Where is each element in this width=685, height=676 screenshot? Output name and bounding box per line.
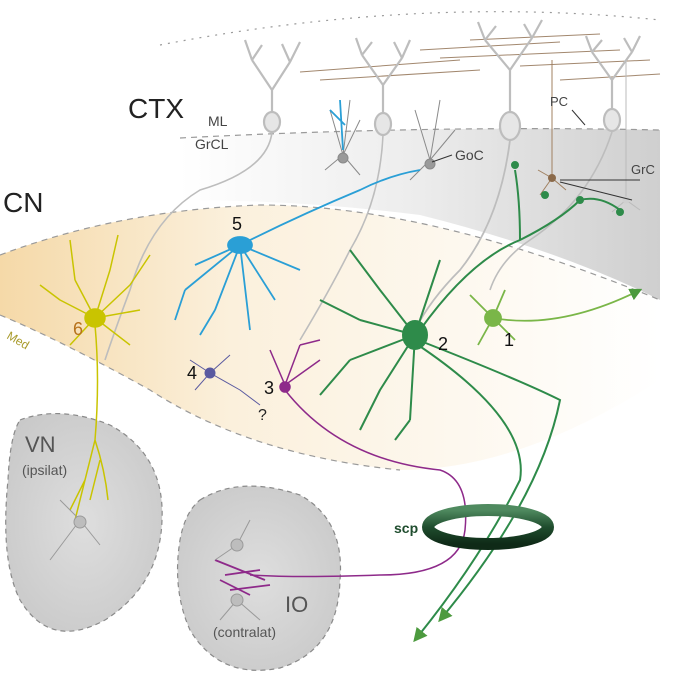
purkinje-cell	[299, 37, 412, 341]
neuron-6-label: 6	[73, 319, 83, 339]
neuron-4	[189, 354, 261, 406]
cn-label: CN	[3, 187, 43, 218]
neuron-2	[319, 249, 562, 643]
granule-cells	[537, 60, 641, 213]
golgi-cells	[324, 99, 456, 181]
ctx-label: CTX	[128, 93, 184, 124]
purkinje-cells	[104, 19, 641, 361]
ml-grcl-boundary-line	[179, 128, 661, 139]
goc-label: GoC	[455, 147, 484, 163]
neuron-3	[214, 339, 467, 596]
neuron-3-label: 3	[264, 378, 274, 398]
neuron-4-label: 4	[187, 363, 197, 383]
neuron-5-label: 5	[232, 214, 242, 234]
neuron-1	[469, 288, 643, 346]
med-label: Med	[5, 328, 32, 352]
scp-label: scp	[394, 520, 418, 536]
question-mark-label: ?	[258, 407, 267, 424]
vn-label: VN	[25, 432, 56, 457]
parallel-fibers	[299, 33, 661, 81]
purkinje-cell	[414, 19, 543, 331]
grc-label: GrC	[631, 162, 655, 177]
neuron-1-label: 1	[504, 330, 514, 350]
purkinje-cell	[104, 39, 301, 361]
nucleus-cells	[49, 499, 261, 621]
contralat-label: (contralat)	[213, 624, 276, 640]
pointer-lines	[431, 109, 640, 201]
cn-region	[0, 205, 660, 470]
pc-label: PC	[550, 94, 568, 109]
cn-boundary-top	[0, 204, 661, 301]
io-label: IO	[285, 592, 308, 617]
cn-boundary-bottom	[0, 314, 401, 471]
neuron-2-collaterals	[419, 161, 624, 331]
ipsilat-label: (ipsilat)	[22, 462, 67, 478]
neuron-2-label: 2	[438, 334, 448, 354]
scp-ring	[422, 504, 554, 550]
neuron-5	[174, 99, 421, 336]
neuron-6	[39, 234, 151, 521]
text-labels: CTX ML GrCL CN Med GoC PC GrC 5 6 4 3 ? …	[3, 93, 655, 640]
purkinje-cell	[489, 35, 641, 291]
ml-label: ML	[208, 113, 228, 129]
grcl-label: GrCL	[195, 136, 229, 152]
pial-surface-dotted-line	[159, 11, 661, 46]
